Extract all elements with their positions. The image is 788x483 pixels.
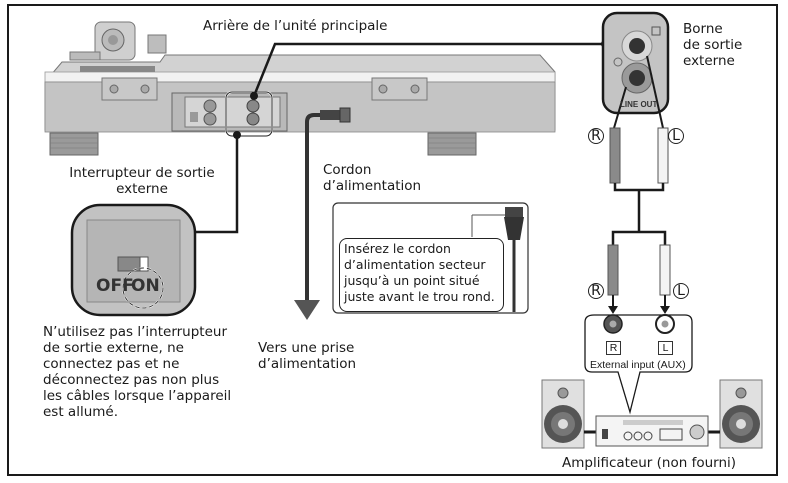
rca-cable	[607, 55, 671, 314]
switch-label: Interrupteur de sortie externe	[69, 165, 215, 197]
marker-l-bottom: L	[673, 283, 689, 299]
speaker-left	[541, 379, 585, 449]
switch-off-label: OFF	[96, 276, 134, 296]
power-note-text: Insérez le cordon d’alimentation secteur…	[344, 241, 495, 304]
diagram-frame	[7, 4, 778, 476]
marker-r-top: R	[588, 128, 604, 144]
power-cord	[294, 107, 351, 320]
switch-knob	[139, 256, 149, 272]
power-note-box: Insérez le cordon d’alimentation secteur…	[339, 238, 504, 312]
jack-l-label: L	[658, 341, 673, 355]
line-out-label: LINE OUT	[620, 100, 658, 109]
output-switch-detail	[70, 203, 197, 317]
rear-main-unit-label: Arrière de l’unité principale	[203, 18, 388, 34]
switch-on-label: ON	[131, 276, 160, 296]
marker-r-bottom: R	[588, 283, 604, 299]
marker-l-top: L	[668, 128, 684, 144]
amplifier-label: Amplificateur (non fourni)	[562, 455, 737, 471]
turntable-rear	[44, 21, 556, 156]
line-out-terminal	[601, 11, 670, 115]
speaker-right	[719, 379, 763, 449]
power-cord-label: Cordon d’alimentation	[323, 162, 422, 194]
plug-icon	[471, 207, 524, 312]
output-terminal-label: Borne de sortie externe	[683, 21, 743, 69]
amplifier	[595, 415, 709, 447]
warning-text: N’utilisez pas l’interrupteur de sortie …	[43, 324, 232, 420]
jack-r-label: R	[606, 341, 621, 355]
down-arrow-icon	[294, 300, 320, 320]
to-outlet-label: Vers une prise d’alimentation	[258, 340, 357, 372]
external-input-label: External input (AUX)	[590, 359, 686, 371]
tonearm-icon	[69, 21, 167, 61]
